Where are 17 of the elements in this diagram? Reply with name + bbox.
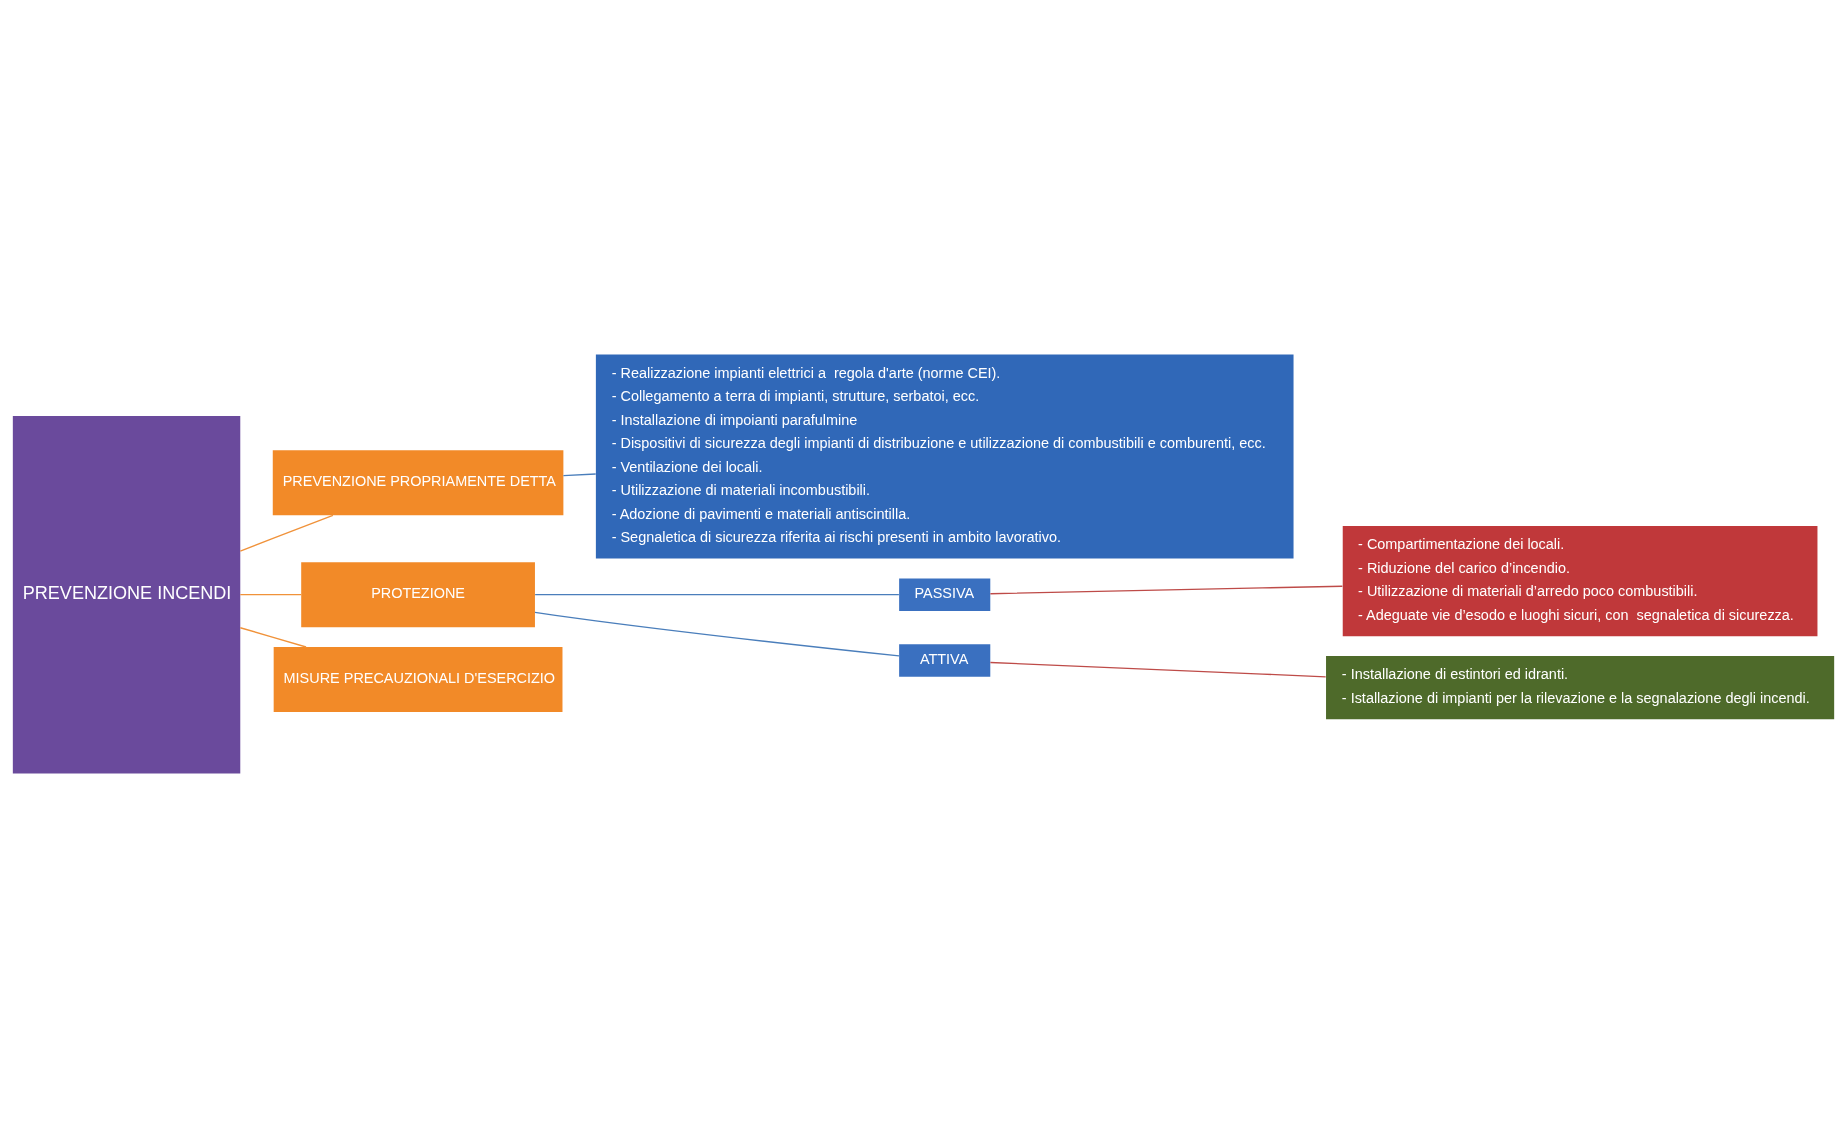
node-box: - Compartimentazione dei locali. - Riduzione del carico d’incendio. - Utilizzazione di materiali d’arredo poco combustibili. - Adeguate vie d’esodo e luoghi sicuri, con segnaletica di sicurezza. [1342, 526, 1818, 637]
node-box: PASSIVA [899, 578, 991, 611]
connector [989, 585, 1344, 595]
node-box: PROTEZIONE [301, 562, 535, 628]
connector [562, 473, 597, 477]
connector [239, 627, 307, 648]
connector [534, 611, 900, 657]
node-box: PREVENZIONE INCENDI [12, 416, 241, 774]
node-box: MISURE PRECAUZIONALI D'ESERCIZIO [273, 647, 563, 712]
node-box: ATTIVA [899, 644, 991, 677]
node-box: - Realizzazione impianti elettrici a regola d'arte (norme CEI). - Collegamento a terra di impianti, strutture, serbatoi, ecc. - Installazione di impoianti parafulmine - Dispositivi di sicurezza degli impianti di distribuzione e utilizzazione di combustibili e comburenti, ecc. - Ventilazione dei locali. - Utilizzazione di materiali incombustibili. - Adozione di pavimenti e materiali antiscintilla. - Segnaletica di sicurezza riferita ai rischi presenti in ambito lavorativo. [595, 354, 1294, 559]
connector [239, 514, 334, 552]
node-box: - Installazione di estintori ed idranti. - Istallazione di impianti per la rilevazione e la segnalazione degli incendi. [1326, 656, 1835, 720]
connector [239, 594, 302, 596]
connector [989, 661, 1327, 678]
connector [534, 594, 900, 596]
node-box: PREVENZIONE PROPRIAMENTE DETTA [272, 450, 564, 516]
